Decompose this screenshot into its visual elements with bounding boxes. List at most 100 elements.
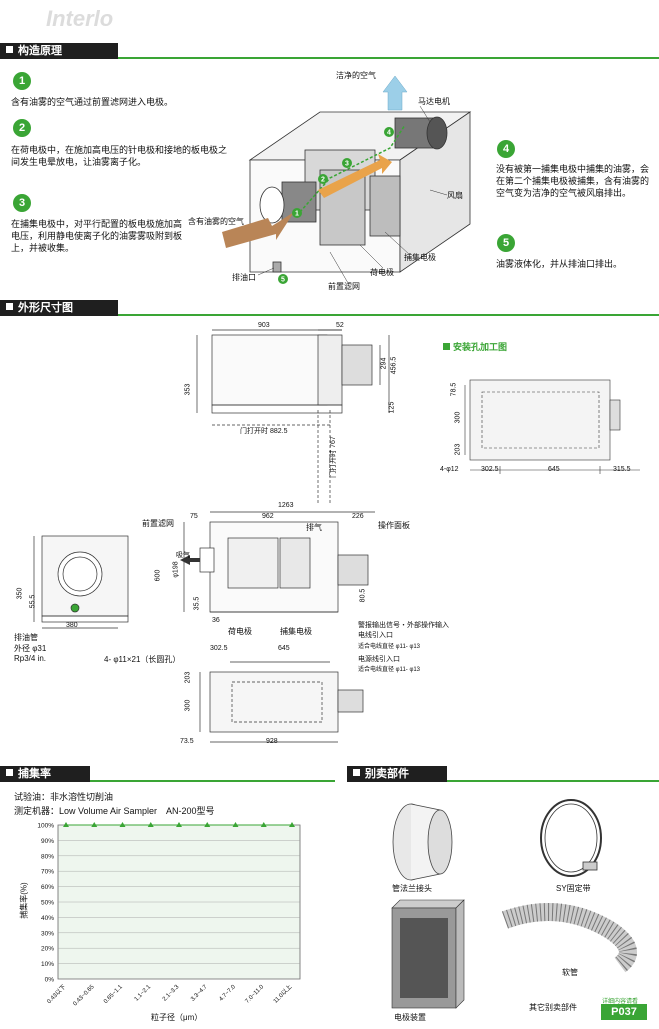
chart-ytick-label: 60% bbox=[41, 884, 54, 891]
accessory-flange-label: 管法兰接头 bbox=[392, 884, 432, 893]
front-dim-75: 75 bbox=[190, 513, 198, 520]
chart-point bbox=[63, 822, 69, 827]
bottom-holes: 4- φ11×21（长圆孔） bbox=[104, 655, 181, 664]
step-badge-3: 3 bbox=[13, 194, 31, 212]
page-ref-badge[interactable]: P037 bbox=[601, 1004, 647, 1020]
bottom-dim-928: 928 bbox=[266, 738, 278, 745]
step-text-4: 没有被第一捕集电极中捕集的油雾，会在第二个捕集电极被捕集，含有油雾的空气变为洁净… bbox=[496, 164, 650, 198]
step-text-5: 油雾液体化，并从排油口排出。 bbox=[496, 259, 623, 269]
bottom-dim-645: 645 bbox=[278, 645, 290, 652]
electrode-unit-image bbox=[391, 899, 465, 1009]
chart-ytick-label: 90% bbox=[41, 838, 54, 845]
chart-point bbox=[232, 822, 239, 827]
chart-ytick-label: 70% bbox=[41, 869, 54, 876]
accessory-detail-label: 详细内容请看 bbox=[602, 999, 639, 1005]
step-text-2: 在荷电极中，在施加高电压的针电极和接地的板电极之间发生电晕放电，让油雾离子化。 bbox=[11, 145, 228, 167]
front-alarm: 警报输出信号・外部操作输入 bbox=[358, 622, 449, 629]
side-drain-pipe: 排油管 bbox=[14, 633, 38, 642]
mount-dim-302-5: 302.5 bbox=[481, 466, 499, 473]
front-collect-electrode: 捕集电极 bbox=[280, 627, 312, 636]
chart-point bbox=[147, 822, 154, 827]
bottom-dim-73-5: 73.5 bbox=[180, 738, 194, 745]
front-power-in: 电源线引入口 bbox=[358, 656, 400, 663]
side-drain-rp: Rp3/4 in. bbox=[14, 654, 47, 663]
front-dim-962: 962 bbox=[262, 513, 274, 520]
front-panel: 操作面板 bbox=[378, 521, 410, 530]
chart-ytick-label: 100% bbox=[37, 823, 54, 830]
chart-point bbox=[119, 822, 126, 827]
mount-hole-title: 安装孔加工图 bbox=[443, 340, 507, 353]
front-dim-226: 226 bbox=[352, 513, 364, 520]
mount-dim-645: 645 bbox=[548, 466, 560, 473]
chart-ytick-label: 50% bbox=[41, 900, 54, 907]
dim-door-open-882: 门打开时 882.5 bbox=[240, 428, 288, 435]
accessory-electrode-label: 电极装置 bbox=[394, 1013, 426, 1022]
label-pre-filter: 前置滤网 bbox=[328, 282, 360, 291]
step-badge-5: 5 bbox=[497, 234, 515, 252]
chart-ytick-label: 0% bbox=[45, 977, 55, 984]
section-title-principle: 构造原理 bbox=[0, 43, 118, 59]
watermark: Interlo bbox=[46, 6, 114, 31]
chart-ytick-label: 40% bbox=[41, 915, 54, 922]
chart-point bbox=[289, 822, 295, 827]
label-charge-electrode: 荷电极 bbox=[370, 268, 394, 277]
step-text-1: 含有油雾的空气通过前置滤网进入电极。 bbox=[11, 97, 174, 107]
label-collect-electrode: 捕集电极 bbox=[404, 253, 436, 262]
hose-image bbox=[501, 903, 637, 973]
sy-band-image bbox=[540, 799, 602, 877]
mount-dim-315-5: 315.5 bbox=[613, 466, 631, 473]
chart-point bbox=[204, 822, 211, 827]
step-badge-1: 1 bbox=[13, 72, 31, 90]
section-title-accessories: 别卖部件 bbox=[347, 766, 447, 782]
chart-point bbox=[176, 822, 182, 827]
label-clean-air: 洁净的空气 bbox=[336, 71, 376, 80]
svg-text:3: 3 bbox=[345, 161, 349, 168]
chart-ytick-label: 30% bbox=[41, 930, 54, 937]
principle-illustration: 1 2 3 4 5 bbox=[222, 75, 472, 284]
section-band-accessories: 别卖部件 bbox=[347, 766, 659, 782]
flange-image bbox=[392, 803, 453, 881]
mount-holes: 4-φ12 bbox=[440, 466, 459, 473]
front-exhaust: 排气 bbox=[306, 523, 322, 532]
section-band-dimensions: 外形尺寸图 bbox=[0, 300, 659, 316]
chart-ytick-label: 10% bbox=[41, 961, 54, 968]
svg-text:5: 5 bbox=[281, 277, 285, 284]
chart-ytick-label: 20% bbox=[41, 946, 54, 953]
section-title-efficiency: 捕集率 bbox=[0, 766, 90, 782]
front-cable-in: 电线引入口 bbox=[358, 632, 393, 639]
svg-text:2: 2 bbox=[321, 177, 325, 184]
front-charge-electrode: 荷电极 bbox=[228, 627, 252, 636]
dim-52: 52 bbox=[336, 322, 344, 329]
front-pre-filter: 前置滤网 bbox=[142, 519, 174, 528]
chart-xlabel: 粒子径（μm） bbox=[151, 1013, 203, 1022]
section-band-efficiency: 捕集率 bbox=[0, 766, 335, 782]
side-dim-380: 380 bbox=[66, 622, 78, 629]
chart-point bbox=[260, 822, 267, 827]
side-drain-od: 外径 φ31 bbox=[14, 644, 47, 653]
label-drain: 排油口 bbox=[232, 273, 256, 282]
front-dim-1263: 1263 bbox=[278, 502, 294, 509]
step-badge-2: 2 bbox=[13, 119, 31, 137]
step-badge-4: 4 bbox=[497, 140, 515, 158]
svg-text:4: 4 bbox=[387, 130, 391, 137]
efficiency-oil: 试验油：非水溶性切削油 bbox=[14, 792, 114, 802]
label-fan: 风扇 bbox=[447, 191, 463, 200]
bottom-dim-302-5: 302.5 bbox=[210, 645, 228, 652]
front-cable-dia-2: 适合电线直径 φ11- φ13 bbox=[358, 667, 421, 673]
chart-point bbox=[91, 822, 98, 827]
svg-text:1: 1 bbox=[295, 211, 299, 218]
accessory-hose-label: 软管 bbox=[562, 968, 578, 977]
accessory-band-label: SY固定带 bbox=[556, 884, 591, 893]
label-motor: 马达电机 bbox=[418, 97, 450, 106]
section-title-dimensions: 外形尺寸图 bbox=[0, 300, 118, 316]
dim-903: 903 bbox=[258, 322, 270, 329]
front-dim-36: 36 bbox=[212, 617, 220, 624]
front-intake: 吸气 bbox=[176, 552, 190, 559]
accessory-other-label: 其它别卖部件 bbox=[529, 1003, 577, 1012]
section-band-principle: 构造原理 bbox=[0, 43, 659, 59]
label-oily-air: 含有油雾的空气 bbox=[188, 217, 244, 226]
step-text-3: 在捕集电极中，对平行配置的板电极施加高电压，利用静电使离子化的油雾雾吸附到板上，… bbox=[11, 219, 183, 253]
